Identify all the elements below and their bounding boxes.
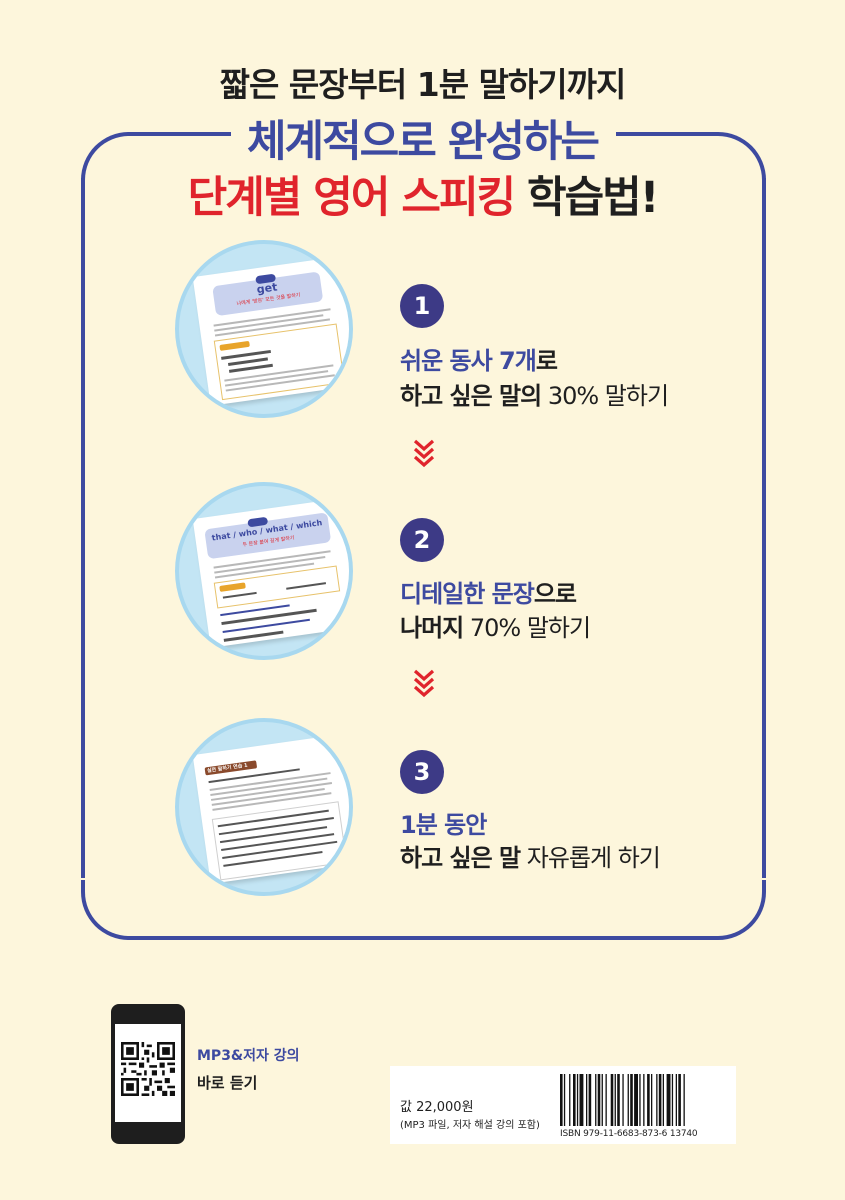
frame-side-left [81,178,85,878]
price-note: (MP3 파일, 저자 해설 강의 포함) [400,1120,540,1131]
step-2-thumbnail: that / who / what / which 두 문장 붙여 길게 말하기 [175,482,353,660]
step-3-page-title: 실전 말하기 연습 1 [206,762,248,775]
phone-screen [115,1024,181,1122]
headline-line-2: 체계적으로 완성하는 [246,117,600,167]
qr-label-action: 바로 듣기 [197,1074,258,1092]
headline-line-1: 짧은 문장부터 1분 말하기까지 [219,65,627,104]
chevron-down-double-icon [413,669,435,698]
step-1-thumbnail: get 나에게 '받은' 모든 것을 말하기 [175,240,353,418]
isbn: ISBN 979-11-6683-873-6 13740 [560,1129,698,1139]
step-2-line-1: 디테일한 문장으로 [400,580,577,608]
step-3-line-2: 하고 싶은 말 자유롭게 하기 [400,844,661,872]
step-3-page: 실전 말하기 연습 1 [192,734,349,884]
step-2-line-2: 나머지 70% 말하기 [400,614,591,642]
qr-label-title: MP3&저자 강의 [197,1048,300,1064]
step-1-line-2: 하고 싶은 말의 30% 말하기 [400,382,669,410]
price: 값 22,000원 [400,1100,474,1115]
qr-code-icon[interactable] [121,1042,175,1096]
barcode-icon [560,1074,685,1126]
phone-qr[interactable] [111,1004,185,1144]
headline-line-3-dark: 학습법! [527,173,659,223]
frame-corner-right [616,132,766,180]
step-1-example-box [213,323,345,401]
step-1-highlight: 쉬운 동사 7개 [400,347,537,375]
frame-bottom [81,880,766,940]
step-3-highlight: 1분 동안 [400,811,487,839]
headline-line-3: 단계별 영어 스피킹 학습법! [0,163,845,225]
step-1-line-1: 쉬운 동사 7개로 [400,347,558,375]
step-1-page: get 나에게 '받은' 모든 것을 말하기 [192,256,349,406]
step-3-thumbnail: 실전 말하기 연습 1 [175,718,353,896]
step-1-number: 1 [400,284,444,328]
chevron-down-double-icon [413,439,435,468]
step-2-number: 2 [400,518,444,562]
step-2-page: that / who / what / which 두 문장 붙여 길게 말하기 [192,498,349,648]
step-3-number: 3 [400,750,444,794]
frame-side-right [762,178,766,878]
step-3-line-1: 1분 동안 [400,805,487,840]
step-2-highlight: 디테일한 문장 [400,580,535,608]
step-1-page-header: get 나에게 '받은' 모든 것을 말하기 [212,271,324,317]
headline-line-3-red: 단계별 영어 스피킹 [187,173,516,223]
frame-corner-left [81,132,231,180]
